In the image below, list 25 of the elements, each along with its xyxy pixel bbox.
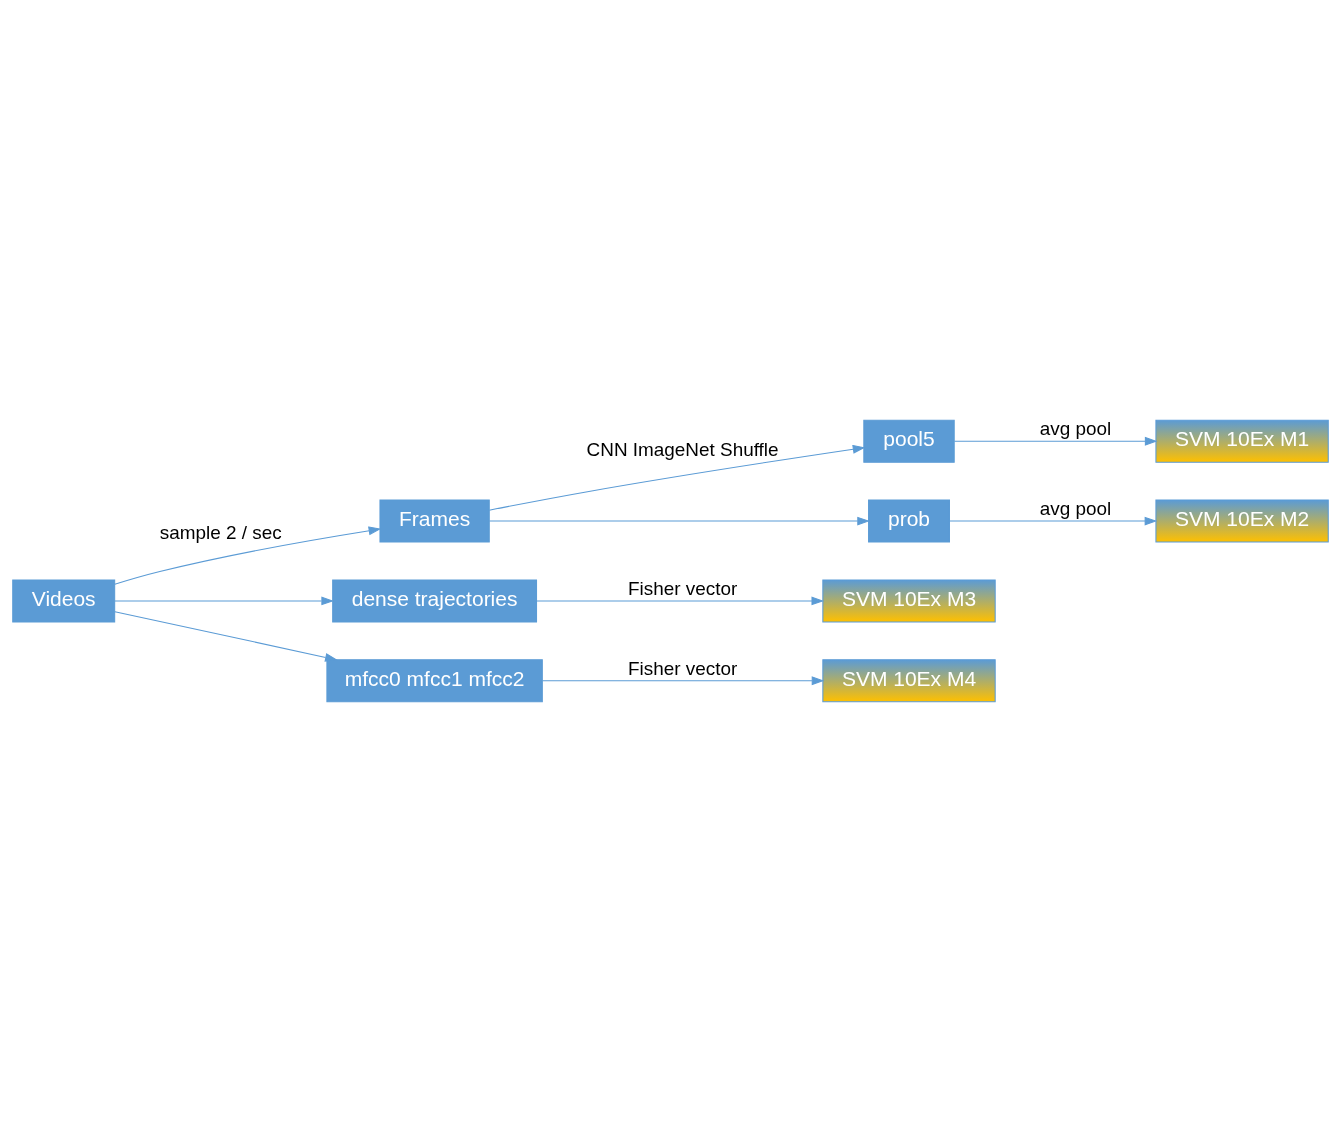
arrow	[953, 436, 1158, 446]
arrow	[488, 444, 866, 511]
edge-label: avg pool	[1039, 497, 1112, 519]
arrow	[949, 516, 1158, 525]
edge-label: Fisher vector	[627, 657, 738, 679]
arrow	[114, 596, 334, 605]
edge-label: sample 2 / sec	[159, 521, 282, 543]
arrow	[536, 596, 825, 605]
arrow	[542, 675, 825, 685]
node-box: mfcc0 mfcc1 mfcc2	[326, 658, 543, 702]
node-box: Videos	[12, 578, 116, 622]
arrow	[114, 610, 338, 662]
node-box: prob	[868, 499, 950, 543]
edge-label: Fisher vector	[627, 577, 738, 599]
node-box: SVM 10Ex M3	[822, 578, 996, 622]
edge-label: avg pool	[1039, 417, 1112, 439]
arrow	[488, 516, 870, 525]
node-box: Frames	[379, 499, 490, 543]
node-box: SVM 10Ex M1	[1155, 419, 1329, 463]
arrow	[114, 525, 382, 585]
node-box: pool5	[863, 419, 955, 463]
edge-label: CNN ImageNet Shuffle	[586, 438, 779, 460]
node-box: SVM 10Ex M2	[1155, 499, 1329, 543]
node-box: dense trajectories	[332, 578, 538, 622]
node-box: SVM 10Ex M4	[822, 658, 996, 702]
